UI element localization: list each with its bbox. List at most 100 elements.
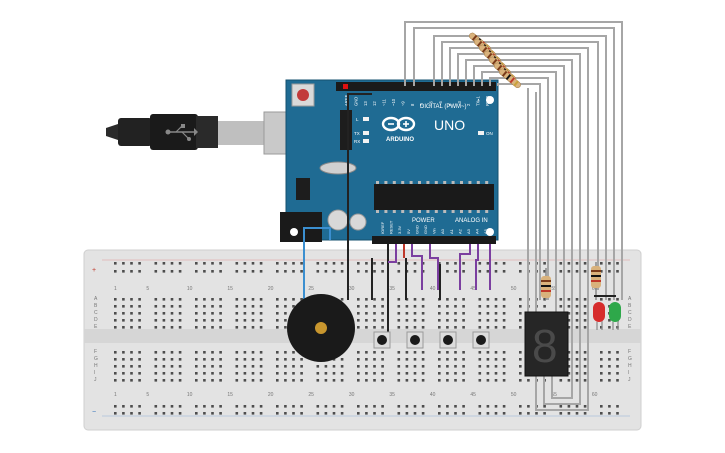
row-letter: I [628, 370, 629, 376]
column-number: 1 [114, 286, 117, 292]
column-number: 45 [470, 392, 476, 398]
digital-pin-label: ~5 [438, 101, 443, 106]
row-letter: G [628, 356, 632, 362]
digital-pin-label: ~6 [429, 101, 434, 106]
arduino-logo-icon [381, 116, 416, 132]
column-number: 60 [592, 392, 598, 398]
analog-power-pin-label: A3 [466, 228, 471, 234]
row-letter: E [94, 324, 98, 330]
resistor-display[interactable] [541, 268, 551, 300]
piezo-buzzer[interactable] [287, 294, 355, 362]
analog-power-pin-label: IOREF [380, 221, 385, 234]
row-letter: J [94, 377, 97, 383]
digital-pin-label: ~3 [457, 101, 462, 106]
column-number: 35 [389, 392, 395, 398]
analog-power-pin-label: GND [423, 225, 428, 234]
push-button-1[interactable] [373, 331, 391, 349]
analog-power-pin-label: GND [414, 225, 419, 234]
push-button-4[interactable] [472, 331, 490, 349]
push-button-3[interactable] [439, 331, 457, 349]
analog-power-pin-label: A2 [457, 228, 462, 234]
column-number: 10 [187, 392, 193, 398]
rail-plus-label: + [92, 267, 96, 274]
row-letter: D [94, 317, 98, 323]
wire-purple-2[interactable] [429, 244, 439, 290]
column-number: 25 [308, 286, 314, 292]
led-l [363, 117, 369, 121]
column-number: 30 [349, 392, 355, 398]
jumper-wires[interactable] [303, 93, 491, 340]
row-letter: B [94, 303, 98, 309]
usb-icon [165, 124, 198, 141]
regulator-chip [340, 110, 352, 150]
column-number: 25 [308, 392, 314, 398]
analog-power-pin-label: A1 [449, 228, 454, 234]
column-number: 10 [187, 286, 193, 292]
column-number: 45 [470, 286, 476, 292]
digital-header[interactable] [336, 82, 496, 91]
row-letter: G [94, 356, 98, 362]
digital-pin-label: ~10 [391, 98, 396, 106]
row-letter: A [94, 296, 98, 302]
row-letter: F [628, 349, 631, 355]
wire-purple-1[interactable] [411, 244, 423, 290]
column-number: 40 [430, 392, 436, 398]
gray-wire-bundle[interactable] [404, 21, 623, 411]
wire-purple-3[interactable] [459, 244, 471, 290]
analog-power-pin-label: Vin [432, 228, 437, 234]
resistor-led[interactable] [591, 262, 601, 300]
led-tx-label: TX [354, 131, 360, 136]
column-number: 20 [268, 392, 274, 398]
row-letter: H [628, 363, 632, 369]
digital-pin-label: 12 [372, 101, 377, 106]
arduino-uno-board[interactable]: UNO ARDUINO DIGITAL (PWM~) POWER ANALOG … [280, 79, 499, 244]
analog-power-pin-label: A0 [440, 228, 445, 234]
row-letter: H [94, 363, 98, 369]
led-red[interactable] [593, 302, 605, 330]
capacitor-2 [349, 213, 367, 231]
analog-power-pin-label: 5V [406, 229, 411, 234]
rail-minus-label: − [92, 409, 96, 416]
column-number: 30 [349, 286, 355, 292]
led-rx-label: RX [354, 139, 360, 144]
led-l-label: L [356, 117, 359, 122]
wire-purple-4[interactable] [475, 244, 479, 290]
push-button-2[interactable] [406, 331, 424, 349]
row-letter: B [628, 303, 632, 309]
column-number: 1 [114, 392, 117, 398]
column-number: 5 [146, 286, 149, 292]
analog-in-label: ANALOG IN [455, 218, 488, 224]
column-number: 5 [146, 392, 149, 398]
atmega-chip [374, 184, 494, 210]
model-label: UNO [434, 117, 465, 133]
seven-segment-display[interactable]: 8 [524, 311, 569, 377]
column-number: 55 [551, 392, 557, 398]
row-letter: I [94, 370, 95, 376]
analog-power-header[interactable] [372, 236, 496, 244]
digital-pin-label: 7 [419, 103, 424, 106]
resistor[interactable] [498, 68, 522, 89]
digital-pin-label: 2 [466, 103, 471, 106]
on-led-label: ON [486, 131, 493, 136]
digital-pin-label: AREF [344, 94, 349, 106]
analog-power-pin-label: RESET [389, 220, 394, 234]
wire-black-gnd[interactable] [347, 93, 372, 300]
column-number: 50 [511, 286, 517, 292]
digital-pin-label: TX▸1 [476, 96, 481, 106]
column-number: 15 [227, 392, 233, 398]
led-green[interactable] [609, 302, 621, 330]
wire-blue-buzzer[interactable] [303, 227, 331, 300]
digital-pin-label: ~9 [400, 101, 405, 106]
digital-label: DIGITAL (PWM~) [420, 104, 467, 110]
reset-button-cap[interactable] [297, 89, 309, 101]
digital-pin-label: ~11 [382, 99, 387, 106]
brand-label: ARDUINO [386, 137, 414, 143]
power-label: POWER [412, 218, 435, 224]
digital-pin-label: 8 [410, 103, 415, 106]
voltage-regulator [296, 178, 310, 200]
column-number: 35 [389, 286, 395, 292]
resistor-bank[interactable] [468, 32, 522, 89]
